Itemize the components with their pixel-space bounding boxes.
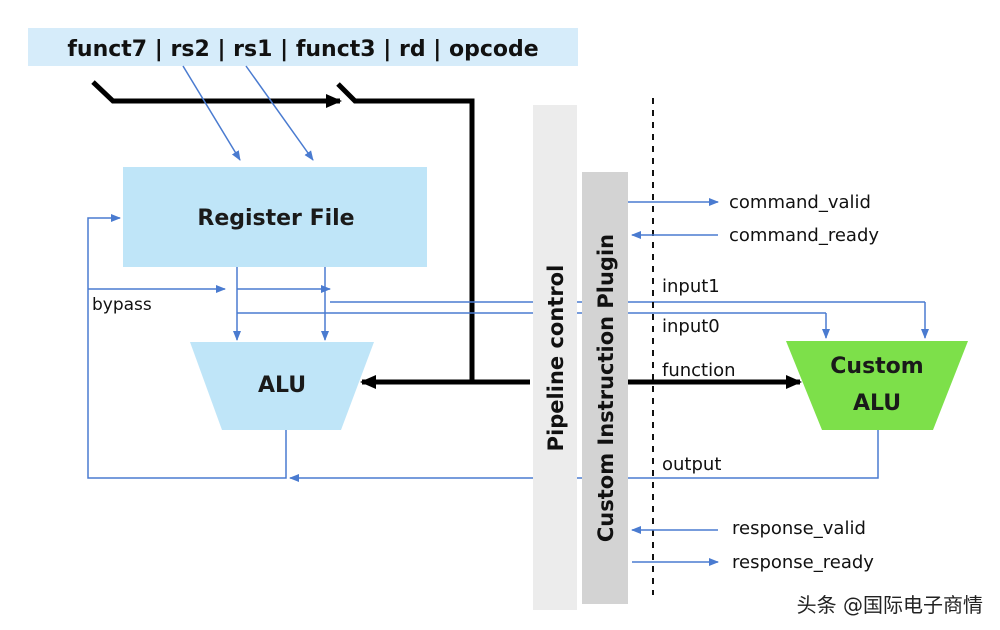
command-ready-label: command_ready <box>729 225 879 246</box>
input1-label: input1 <box>662 276 720 297</box>
input0-label: input0 <box>662 316 720 337</box>
separator: | <box>280 37 288 62</box>
command-valid-label: command_valid <box>729 192 871 213</box>
response-ready-label: response_ready <box>732 552 874 573</box>
output-label: output <box>662 454 721 475</box>
alu-shape <box>190 342 374 430</box>
function-label: function <box>662 360 736 381</box>
alu-feedback-loop <box>87 214 287 479</box>
alu-block: ALU <box>190 342 374 430</box>
alu-label: ALU <box>258 373 306 398</box>
separator: | <box>217 37 225 62</box>
custom-instruction-plugin-label: Custom Instruction Plugin <box>594 234 618 542</box>
field-funct3: funct3 <box>296 37 376 62</box>
output-return-arrow <box>289 430 879 482</box>
custom-alu-block: Custom ALU <box>786 341 968 430</box>
bypass-label: bypass <box>92 295 152 315</box>
field-opcode: opcode <box>449 37 539 62</box>
rs2-to-register-file-arrow <box>182 65 241 161</box>
custom-instruction-plugin-block: Custom Instruction Plugin <box>582 172 628 604</box>
response-valid-label: response_valid <box>732 518 866 539</box>
pipeline-control-bar <box>533 105 577 610</box>
field-rd: rd <box>399 37 426 62</box>
register-file-label: Register File <box>197 206 354 231</box>
pipeline-control-block: Pipeline control <box>533 105 577 610</box>
separator: | <box>433 37 441 62</box>
instruction-format-text: funct7 | rs2 | rs1 | funct3 | rd | opcod… <box>67 37 538 62</box>
funct7-to-funct3-arrow <box>91 80 342 108</box>
register-file-box <box>123 167 427 267</box>
separator: | <box>155 37 163 62</box>
custom-instruction-plugin-bar <box>582 172 628 604</box>
custom-alu-label-line1: Custom <box>830 354 923 379</box>
rs1-to-register-file-arrow <box>245 65 314 161</box>
funct3-to-alu-arrow <box>336 82 475 389</box>
instruction-format-bar: funct7 | rs2 | rs1 | funct3 | rd | opcod… <box>28 28 578 66</box>
instruction-format-background <box>28 28 578 66</box>
custom-alu-label-line2: ALU <box>853 391 901 416</box>
pipeline-control-label: Pipeline control <box>544 265 568 452</box>
field-rs1: rs1 <box>233 37 272 62</box>
watermark-text: 头条 @国际电子商情 <box>797 593 983 617</box>
field-funct7: funct7 <box>67 37 147 62</box>
field-rs2: rs2 <box>171 37 210 62</box>
custom-alu-shape <box>786 341 968 430</box>
separator: | <box>383 37 391 62</box>
register-file-block: Register File <box>123 167 427 267</box>
